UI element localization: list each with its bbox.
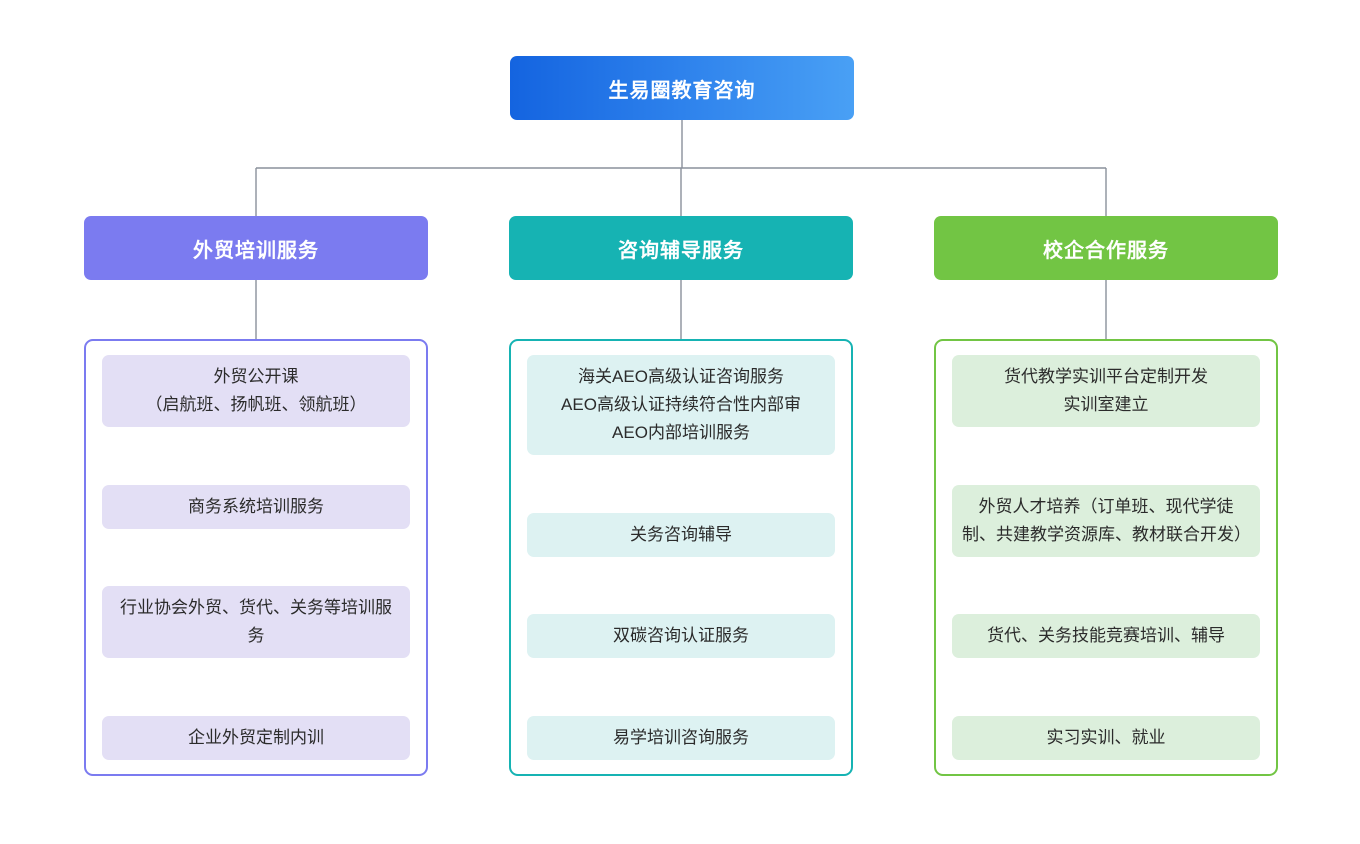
service-item[interactable]: 易学培训咨询服务 <box>527 715 835 760</box>
service-item[interactable]: 货代、关务技能竞赛培训、辅导 <box>952 614 1260 659</box>
service-item[interactable]: 双碳咨询认证服务 <box>527 614 835 659</box>
service-group-waimao-peixun: 外贸公开课 （启航班、扬帆班、领航班） 商务系统培训服务 行业协会外贸、货代、关… <box>84 339 428 776</box>
service-item[interactable]: 海关AEO高级认证咨询服务 AEO高级认证持续符合性内部审 AEO内部培训服务 <box>527 355 835 455</box>
service-item[interactable]: 关务咨询辅导 <box>527 512 835 557</box>
service-item[interactable]: 商务系统培训服务 <box>102 484 410 529</box>
category-header-label: 校企合作服务 <box>1043 239 1169 262</box>
service-group-xiaoqi-hezuo: 货代教学实训平台定制开发 实训室建立 外贸人才培养（订单班、现代学徒制、共建教学… <box>934 339 1278 776</box>
category-header-zixun-fudao[interactable]: 咨询辅导服务 <box>509 216 853 280</box>
service-group-zixun-fudao: 海关AEO高级认证咨询服务 AEO高级认证持续符合性内部审 AEO内部培训服务 … <box>509 339 853 776</box>
root-node-label: 生易圈教育咨询 <box>608 79 756 102</box>
category-header-waimao-peixun[interactable]: 外贸培训服务 <box>84 216 428 280</box>
category-header-label: 咨询辅导服务 <box>618 239 744 262</box>
service-item[interactable]: 外贸公开课 （启航班、扬帆班、领航班） <box>102 355 410 427</box>
root-node[interactable]: 生易圈教育咨询 <box>510 56 854 120</box>
category-header-label: 外贸培训服务 <box>193 239 319 262</box>
service-item[interactable]: 企业外贸定制内训 <box>102 715 410 760</box>
service-item[interactable]: 货代教学实训平台定制开发 实训室建立 <box>952 355 1260 427</box>
service-item[interactable]: 实习实训、就业 <box>952 715 1260 760</box>
category-header-xiaoqi-hezuo[interactable]: 校企合作服务 <box>934 216 1278 280</box>
service-item[interactable]: 外贸人才培养（订单班、现代学徒制、共建教学资源库、教材联合开发） <box>952 484 1260 557</box>
service-item[interactable]: 行业协会外贸、货代、关务等培训服务 <box>102 586 410 659</box>
